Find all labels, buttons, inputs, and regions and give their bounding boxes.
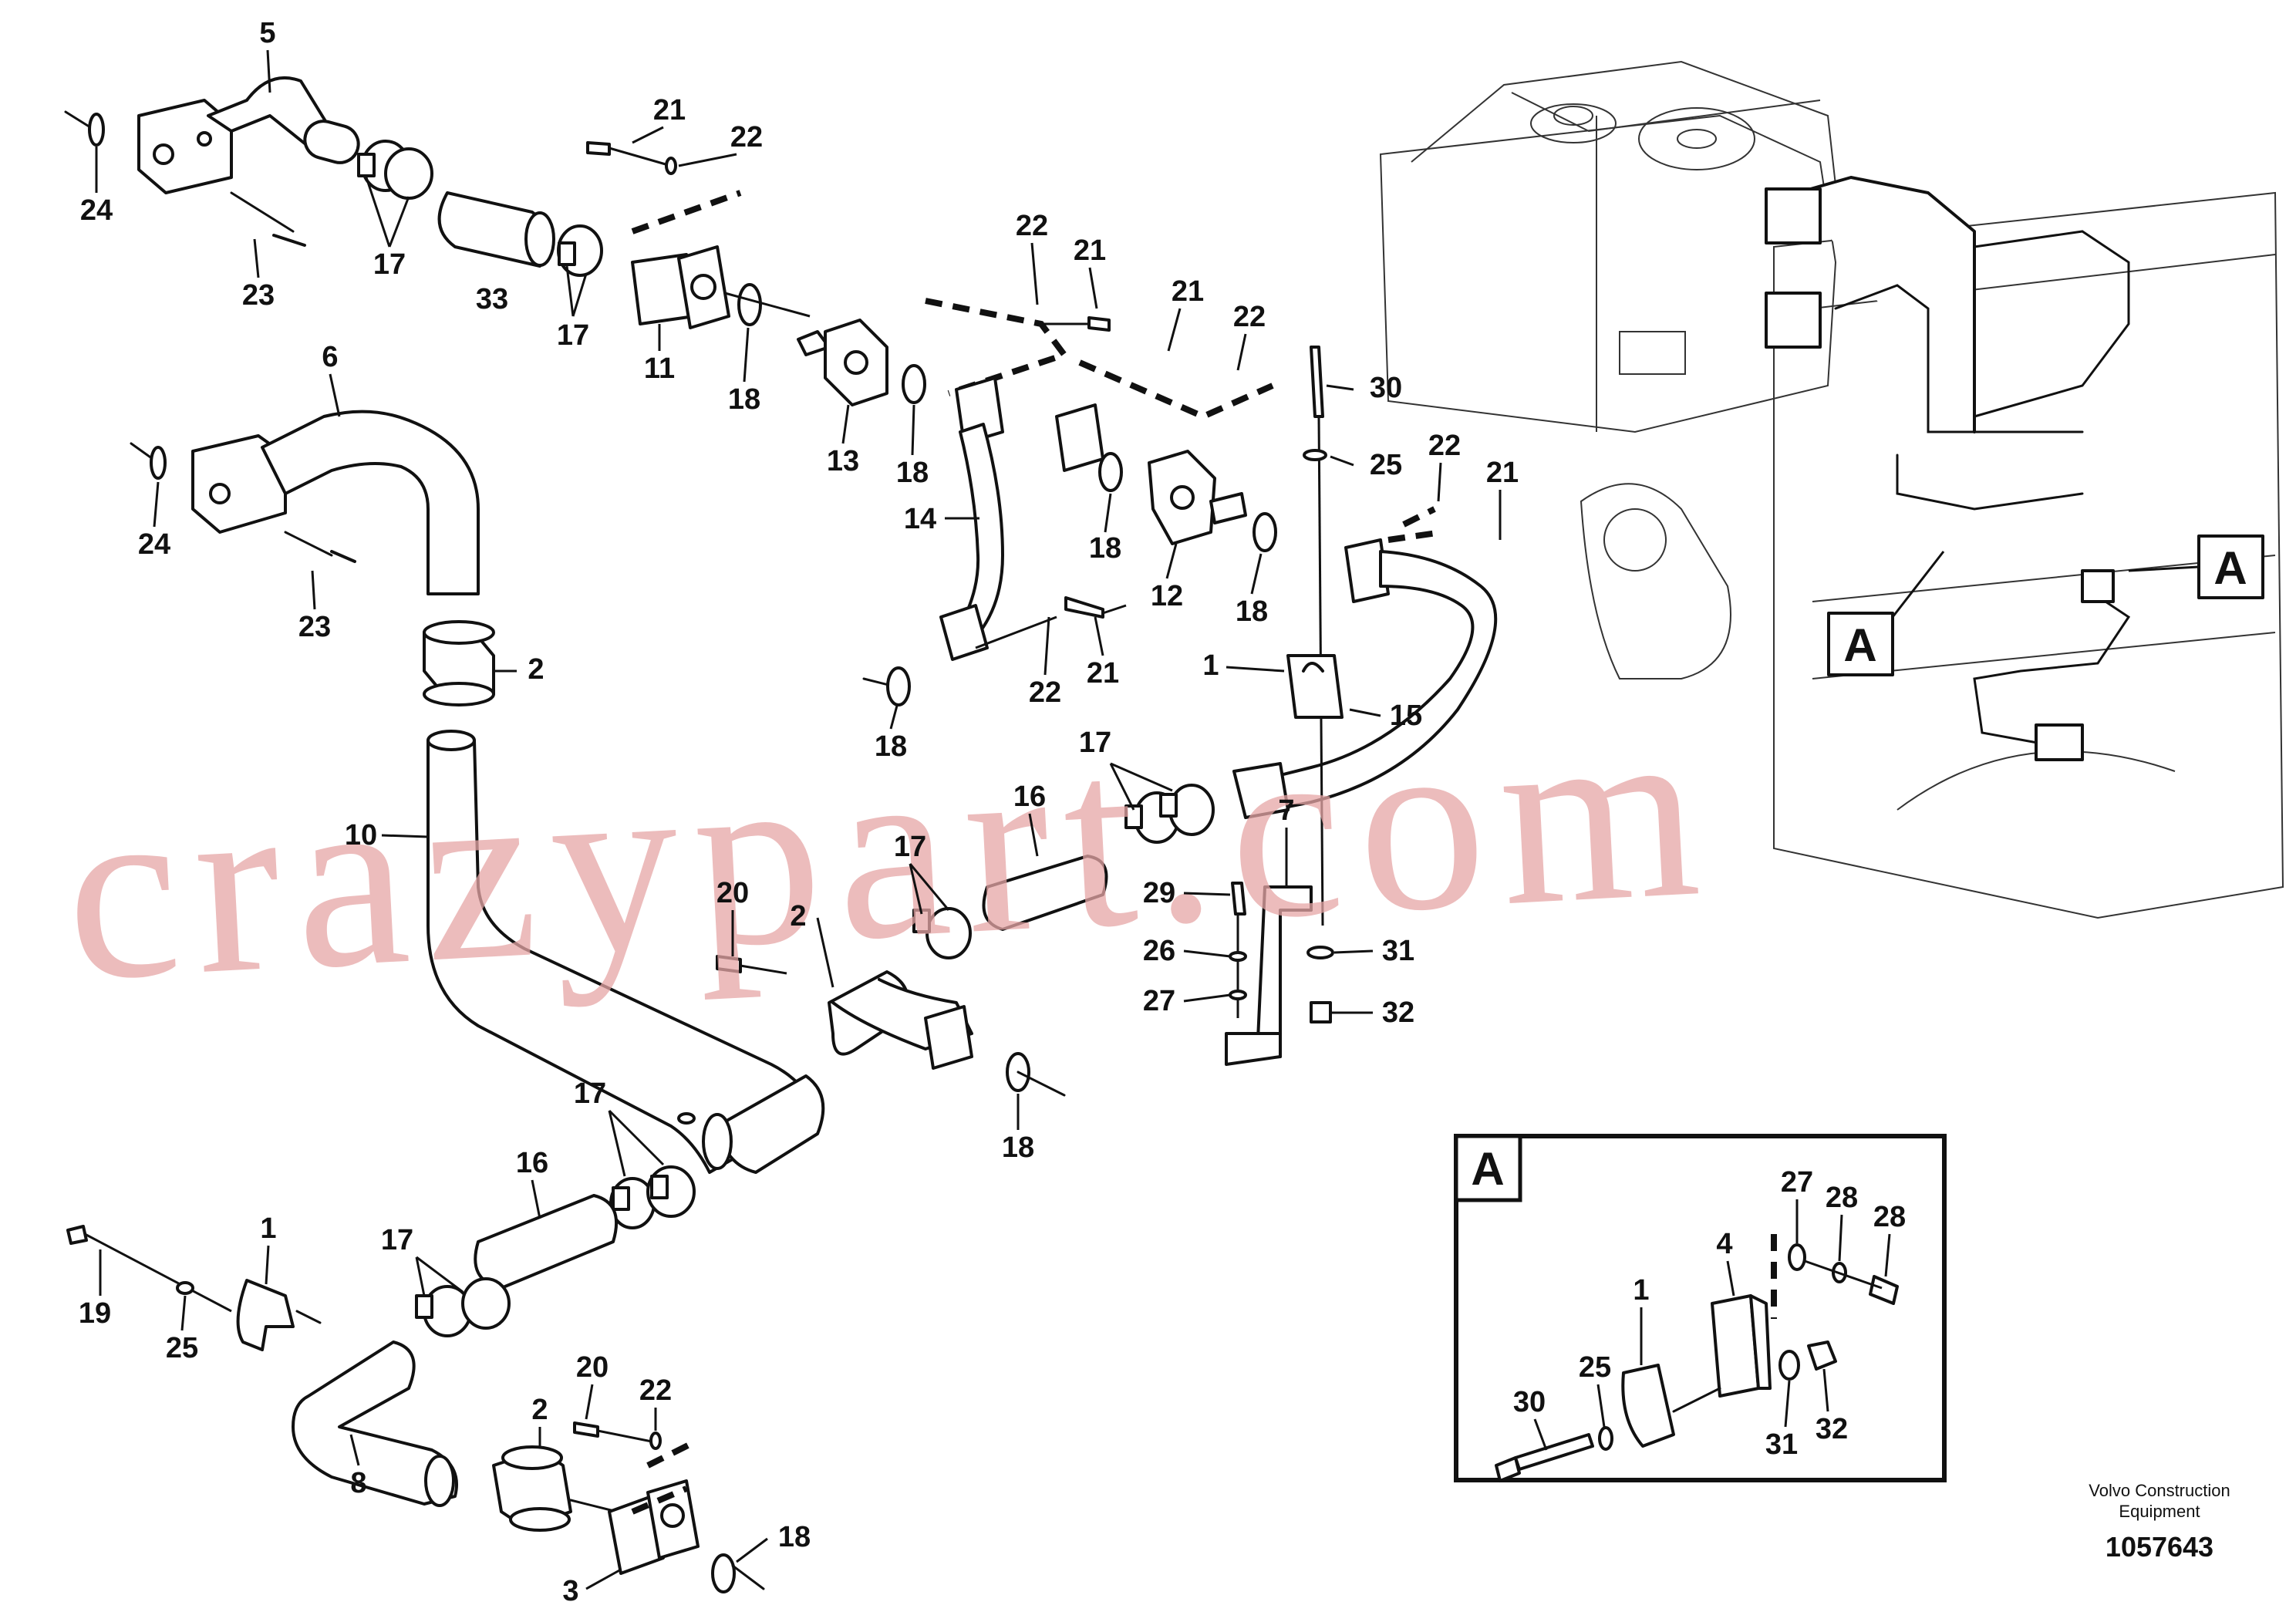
detail-callout-28a: 28	[1826, 1182, 1858, 1214]
callout-22: 22	[1016, 210, 1048, 242]
callout-25: 25	[1370, 449, 1402, 481]
machine-overview-illustration: A A	[1379, 60, 2284, 919]
callout-17: 17	[1079, 727, 1111, 759]
document-number: 1057643	[2106, 1531, 2213, 1563]
callout-26: 26	[1143, 935, 1175, 967]
callout-17: 17	[381, 1224, 413, 1256]
callout-17: 17	[574, 1077, 606, 1110]
callout-17: 17	[894, 831, 926, 863]
detail-a-label-left: A	[1843, 619, 1876, 671]
callout-labels: 5 24 23 17 33 17 21 22 11 18 22 21 13 18…	[79, 17, 1906, 1607]
callout-15: 15	[1390, 700, 1422, 732]
callout-22: 22	[639, 1374, 672, 1407]
callout-2: 2	[528, 653, 544, 686]
detail-callout-25: 25	[1579, 1351, 1611, 1384]
detail-a-label-right: A	[2213, 542, 2247, 594]
callout-23: 23	[298, 611, 331, 643]
callout-14: 14	[904, 503, 936, 535]
callout-22: 22	[730, 121, 763, 153]
callout-8: 8	[350, 1467, 366, 1499]
detail-callout-28b: 28	[1873, 1201, 1906, 1233]
callout-17: 17	[557, 319, 589, 352]
callout-16: 16	[516, 1147, 548, 1179]
callout-29: 29	[1143, 877, 1175, 909]
detail-a-inset: A	[1454, 1134, 1947, 1482]
callout-23: 23	[242, 279, 275, 312]
callout-2: 2	[790, 900, 806, 932]
callout-18: 18	[728, 383, 760, 416]
callout-12: 12	[1151, 580, 1183, 612]
callout-22: 22	[1029, 676, 1061, 709]
callout-33: 33	[476, 283, 508, 315]
callout-21: 21	[1087, 657, 1119, 690]
callout-18: 18	[1236, 595, 1268, 628]
detail-a-inset-label: A	[1471, 1143, 1504, 1195]
callout-3: 3	[562, 1575, 578, 1607]
callout-21: 21	[653, 94, 686, 126]
callout-1: 1	[1202, 649, 1219, 682]
callout-24: 24	[138, 528, 170, 561]
detail-callout-1: 1	[1633, 1274, 1649, 1307]
callout-1: 1	[260, 1212, 276, 1245]
credit-line-2: Equipment	[2119, 1502, 2200, 1521]
detail-callout-31: 31	[1765, 1428, 1798, 1461]
callout-10: 10	[345, 819, 377, 851]
parts-exploded-view	[64, 76, 1498, 1593]
callout-31: 31	[1382, 935, 1414, 967]
callout-21: 21	[1172, 275, 1204, 308]
callout-18: 18	[896, 457, 929, 489]
callout-18: 18	[778, 1521, 811, 1553]
callout-22: 22	[1428, 430, 1461, 462]
callout-5: 5	[259, 17, 275, 49]
callout-20: 20	[576, 1351, 609, 1384]
callout-21: 21	[1074, 234, 1106, 267]
callout-30: 30	[1370, 372, 1402, 404]
callout-20: 20	[716, 877, 749, 909]
detail-callout-4: 4	[1716, 1228, 1732, 1260]
detail-callout-30: 30	[1513, 1386, 1546, 1418]
callout-18: 18	[1002, 1131, 1034, 1164]
watermark-text: crazypart.com	[59, 666, 1721, 1034]
callout-11: 11	[644, 352, 675, 385]
callout-24: 24	[80, 194, 113, 227]
callout-2: 2	[531, 1394, 548, 1426]
detail-callout-32: 32	[1816, 1413, 1848, 1445]
callout-21: 21	[1486, 457, 1519, 489]
callout-25: 25	[166, 1332, 198, 1364]
callout-13: 13	[827, 445, 859, 477]
callout-7: 7	[1278, 794, 1294, 827]
credit-line-1: Volvo Construction	[2089, 1481, 2230, 1500]
callout-18: 18	[875, 730, 907, 763]
callout-17: 17	[373, 248, 406, 281]
callout-6: 6	[322, 341, 338, 373]
callout-18: 18	[1089, 532, 1121, 565]
callout-22: 22	[1233, 301, 1266, 333]
callout-19: 19	[79, 1297, 111, 1330]
callout-32: 32	[1382, 996, 1414, 1029]
callout-27: 27	[1143, 985, 1175, 1017]
callout-16: 16	[1013, 781, 1046, 813]
detail-callout-27: 27	[1781, 1166, 1813, 1199]
